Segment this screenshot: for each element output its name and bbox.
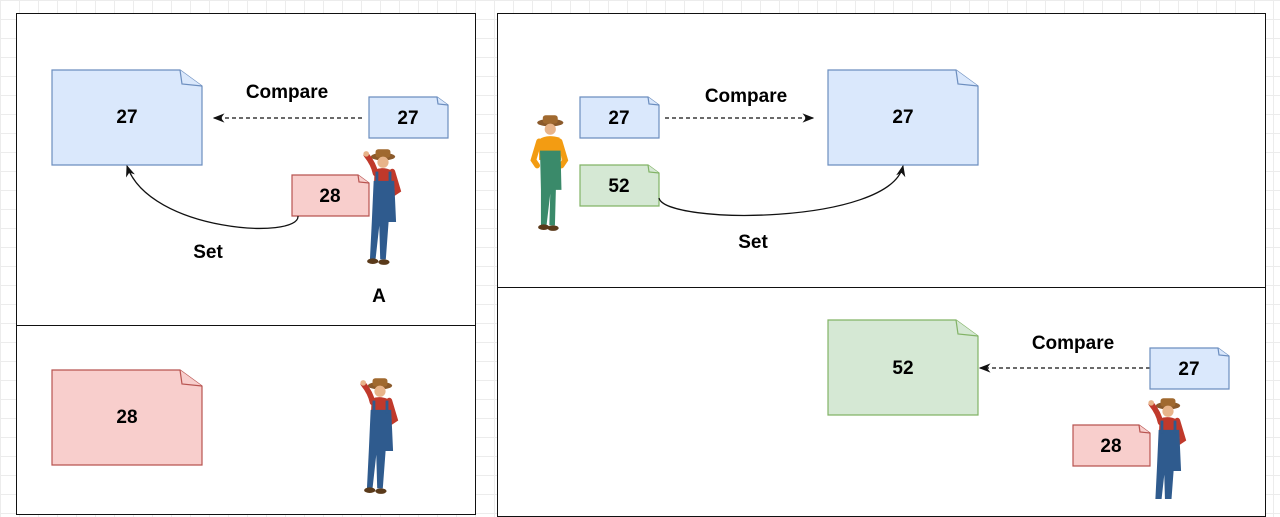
br-compare-label: Compare bbox=[1032, 333, 1114, 354]
tr-new-note: 52 bbox=[579, 164, 660, 207]
tr-set-label: Set bbox=[738, 232, 768, 253]
br-expected-note: 27 bbox=[1149, 347, 1230, 390]
diagram-canvas: 27 Compare 27 28 Set A 28 27 bbox=[16, 13, 1266, 517]
tr-set-arrow bbox=[658, 164, 906, 217]
tr-expected-note-value: 27 bbox=[608, 108, 629, 129]
tl-set-label: Set bbox=[193, 242, 223, 263]
tl-set-arrow bbox=[126, 164, 299, 229]
tr-big-note: 27 bbox=[827, 69, 979, 166]
br-big-note: 52 bbox=[827, 319, 979, 416]
br-new-note: 28 bbox=[1072, 424, 1151, 467]
tr-compare-label: Compare bbox=[705, 86, 787, 107]
tl-big-note-value: 27 bbox=[116, 107, 137, 128]
tr-expected-note: 27 bbox=[579, 96, 660, 139]
tl-new-note-value: 28 bbox=[319, 186, 340, 207]
bl-big-note-value: 28 bbox=[116, 407, 137, 428]
tl-big-note: 27 bbox=[51, 69, 203, 166]
tl-person-label: A bbox=[372, 286, 386, 307]
diagram-svg: 27 Compare 27 28 Set A 28 27 bbox=[51, 69, 1230, 499]
tr-new-note-value: 52 bbox=[608, 176, 629, 197]
farmer-figure-icon bbox=[360, 378, 395, 494]
tl-source-note: 27 bbox=[368, 96, 449, 139]
tl-compare-label: Compare bbox=[246, 82, 328, 103]
tl-new-note: 28 bbox=[291, 174, 370, 217]
panel-top-left bbox=[16, 13, 476, 327]
br-new-note-value: 28 bbox=[1100, 436, 1121, 457]
farmer-figure-icon bbox=[1148, 398, 1183, 499]
tl-source-note-value: 27 bbox=[397, 108, 418, 129]
bl-big-note: 28 bbox=[51, 369, 203, 466]
farmer-woman-figure-icon bbox=[533, 115, 565, 231]
tr-big-note-value: 27 bbox=[892, 107, 913, 128]
br-expected-note-value: 27 bbox=[1178, 359, 1199, 380]
br-big-note-value: 52 bbox=[892, 358, 913, 379]
